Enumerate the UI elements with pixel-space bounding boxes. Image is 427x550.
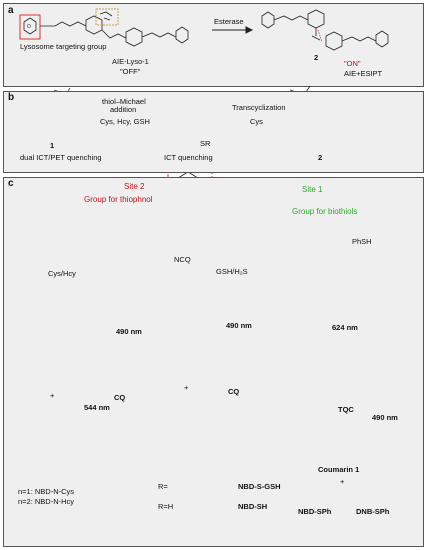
nbd-n-hcy-label: n=2: NBD-N-Hcy — [18, 497, 75, 506]
cys-reagent-label: Cys — [250, 117, 263, 126]
addition-label: addition — [110, 105, 137, 114]
wl-left-490: 490 nm — [116, 327, 142, 336]
esterase-arrow — [212, 26, 254, 34]
panel-a-product-effect: AIE+ESIPT — [344, 69, 383, 78]
wl-left-544: 544 nm — [84, 403, 110, 412]
product-2-structure — [261, 9, 389, 51]
panel-b-product-number: 2 — [318, 153, 323, 162]
panel-a-product-number: 2 — [314, 53, 319, 62]
thiol-reagents-label: Cys, Hcy, GSH — [100, 117, 150, 126]
branch-cys-hcy: Cys/Hcy — [48, 269, 76, 278]
compound-1-number: 1 — [50, 141, 55, 150]
coumarin-1-label: Coumarin 1 — [318, 465, 360, 474]
aie-lyso-probe-name: AIE-Lyso-1 — [112, 57, 149, 66]
site2-group-label: Group for thiophnol — [84, 195, 153, 204]
wl-right-624: 624 nm — [332, 323, 358, 332]
wl-mid-490: 490 nm — [226, 321, 252, 330]
aie-lyso-probe-structure: O — [19, 8, 189, 47]
site2-label: Site 2 — [124, 182, 145, 191]
panel-b-label: b — [8, 92, 15, 103]
panel-c-label: c — [8, 178, 14, 189]
cq-mid-label: CQ — [228, 387, 240, 396]
panel-a-product-state: "ON" — [344, 59, 361, 68]
site1-group-label: Group for biothiols — [292, 207, 358, 216]
cq-left-label: CQ — [114, 393, 126, 402]
branch-phsh: PhSH — [352, 237, 372, 246]
lysosome-targeting-caption: Lysosome targeting group — [20, 42, 107, 51]
dual-quench-label: dual ICT/PET quenching — [20, 153, 102, 162]
plus-mid: + — [184, 383, 189, 392]
branch-ncq: NCQ — [174, 255, 191, 264]
wl-right-490: 490 nm — [372, 413, 398, 422]
ict-quench-label: ICT quenching — [164, 153, 213, 162]
dnb-sph-label: DNB-SPh — [356, 507, 390, 516]
thiol-michael-label: thiol–Michael — [102, 97, 146, 106]
tqc-label: TQC — [338, 405, 354, 414]
esterase-label: Esterase — [214, 17, 244, 26]
transcyclization-label: Transcyclization — [232, 103, 286, 112]
site1-label: Site 1 — [302, 185, 323, 194]
panel-a — [3, 3, 424, 87]
panel-b — [3, 91, 424, 173]
r-eq-h: R=H — [158, 502, 174, 511]
plus-left: + — [50, 391, 55, 400]
panel-a-label: a — [8, 5, 14, 16]
plus-right: + — [340, 477, 345, 486]
panel-c — [3, 177, 424, 547]
nbd-sh-label: NBD-SH — [238, 502, 268, 511]
svg-text:O: O — [27, 24, 31, 30]
r-eq-gsh: R= — [158, 482, 168, 491]
nbd-sph-label: NBD-SPh — [298, 507, 332, 516]
nbd-n-cys-label: n=1: NBD-N-Cys — [18, 487, 75, 496]
nbd-s-gsh-label: NBD-S-GSH — [238, 482, 281, 491]
sr-substituent: SR — [200, 139, 211, 148]
branch-gsh-h2s: GSH/H₂S — [216, 267, 248, 276]
aie-lyso-probe-state: "OFF" — [120, 67, 141, 76]
